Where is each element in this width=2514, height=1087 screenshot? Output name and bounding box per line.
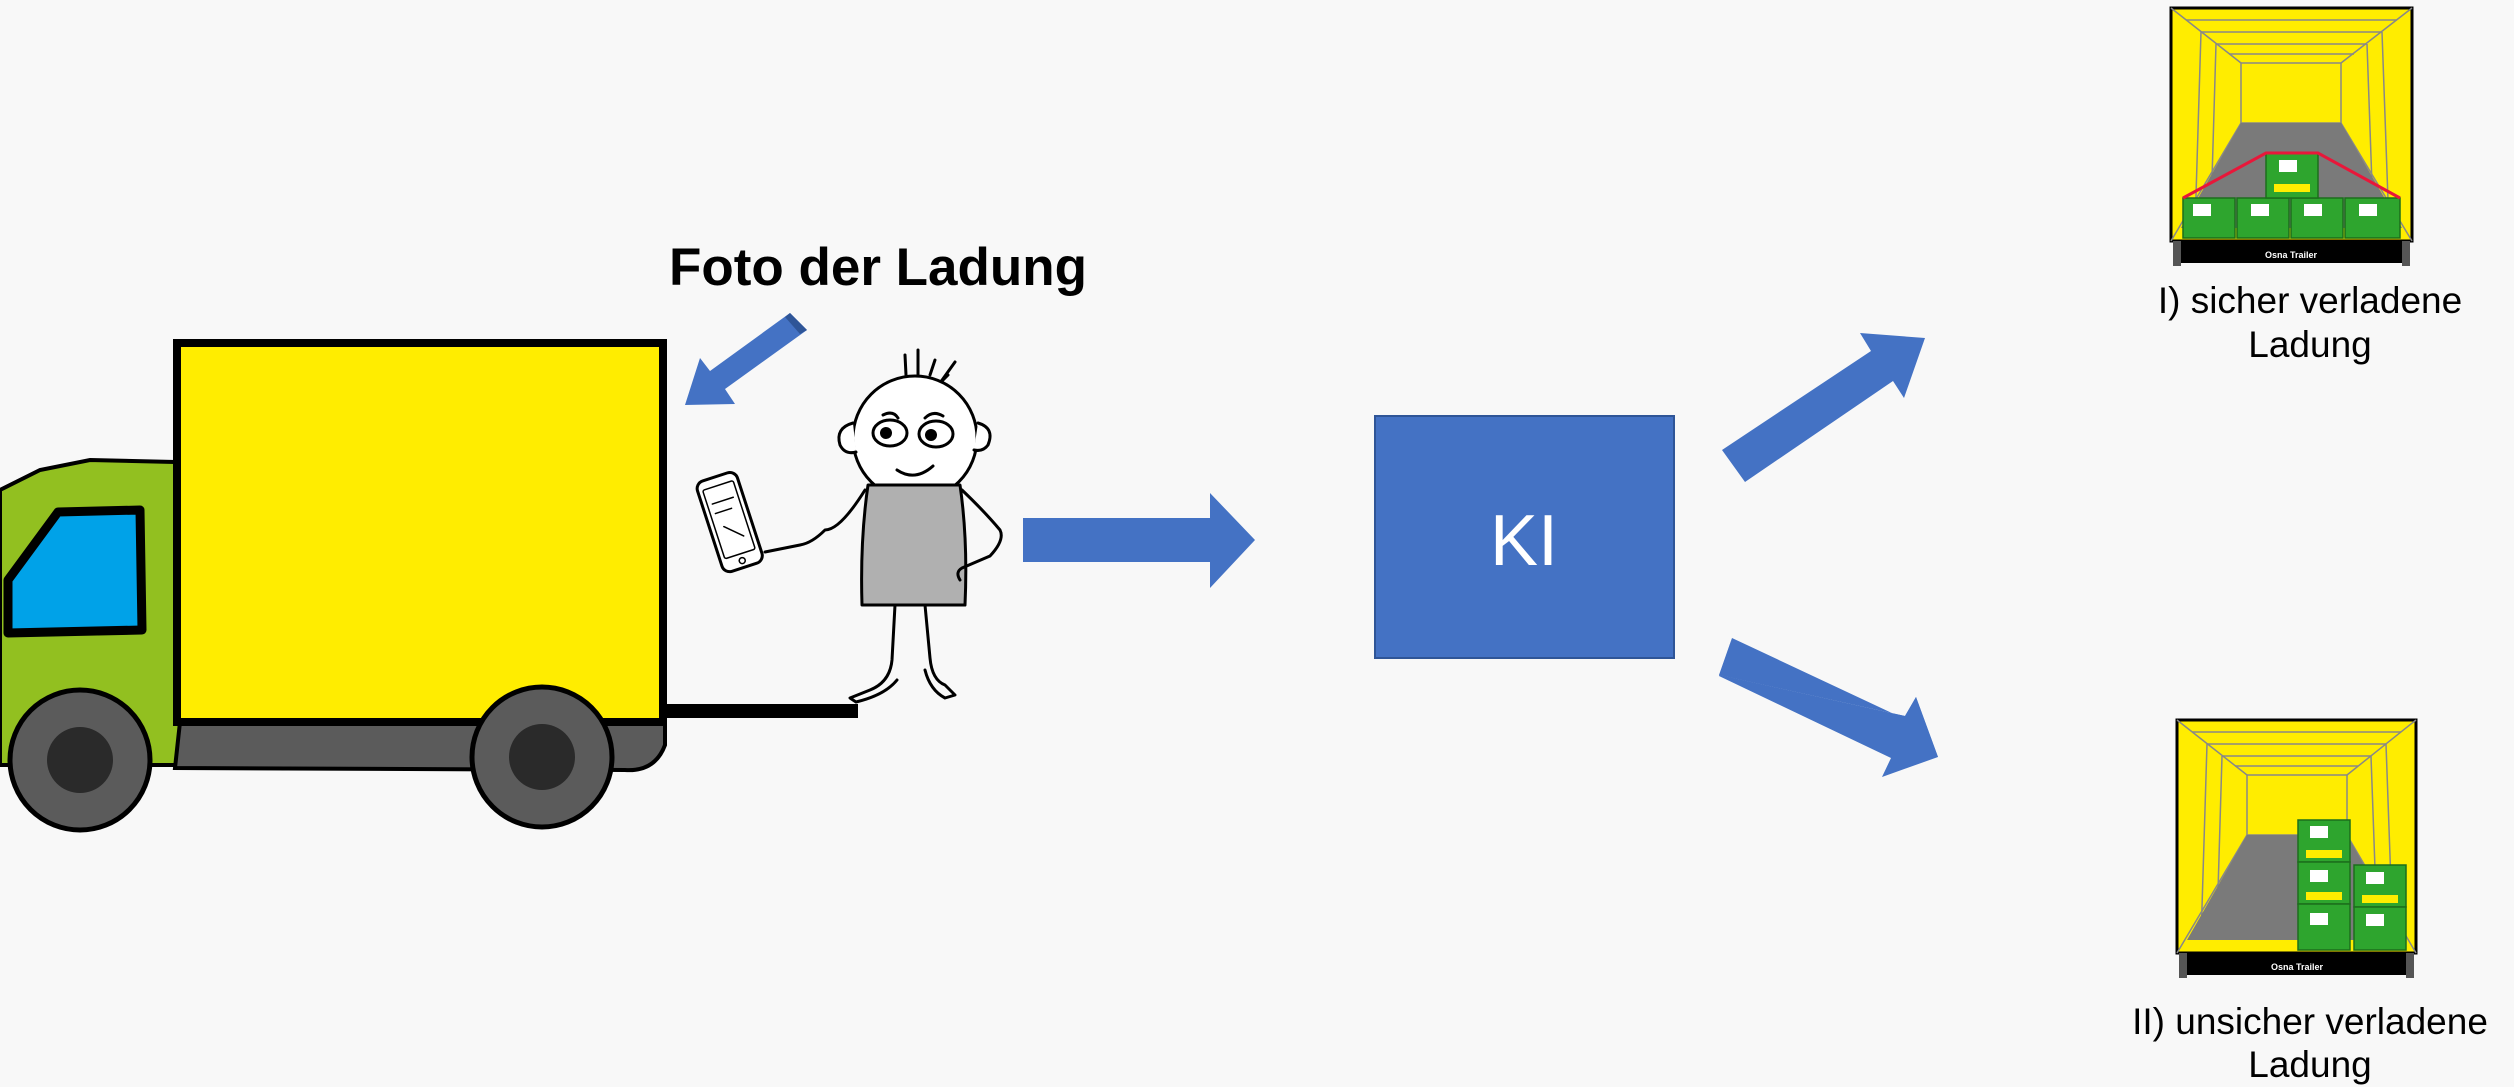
person-shirt: [860, 483, 968, 607]
outcome-insecure-line2: Ladung: [2248, 1044, 2371, 1085]
truck-cargo-box: [173, 339, 667, 726]
person-head: [851, 374, 979, 502]
smartphone: [695, 470, 764, 574]
trailer-secure: Osna Trailer: [2169, 6, 2414, 266]
trailer-brand-secure: Osna Trailer: [2265, 250, 2318, 260]
outcome-insecure-line1: II) unsicher verladene: [2132, 1001, 2488, 1042]
truck-tail-lift: [663, 704, 858, 718]
trailer-brand-insecure: Osna Trailer: [2271, 962, 2324, 972]
arrow-to-insecure: [1719, 638, 1938, 777]
arrow-to-secure: [1722, 333, 1925, 482]
trailer-insecure: Osna Trailer: [2175, 718, 2418, 978]
truck-window: [3, 505, 147, 638]
truck-front-wheel: [7, 687, 153, 833]
truck-rear-wheel: [469, 684, 615, 830]
outcome-secure-line1: I) sicher verladene: [2158, 280, 2462, 321]
photo-label: Foto der Ladung: [669, 238, 1087, 297]
secure-load-outline: [2182, 151, 2401, 200]
photo-arrow: [685, 313, 807, 405]
truck-illustration: [0, 339, 858, 833]
arrow-to-ki: [1023, 493, 1255, 588]
ki-box: KI: [1374, 415, 1675, 659]
ki-label: KI: [1490, 501, 1558, 581]
outcome-secure-line2: Ladung: [2248, 324, 2371, 365]
person-with-phone: [695, 348, 1003, 704]
